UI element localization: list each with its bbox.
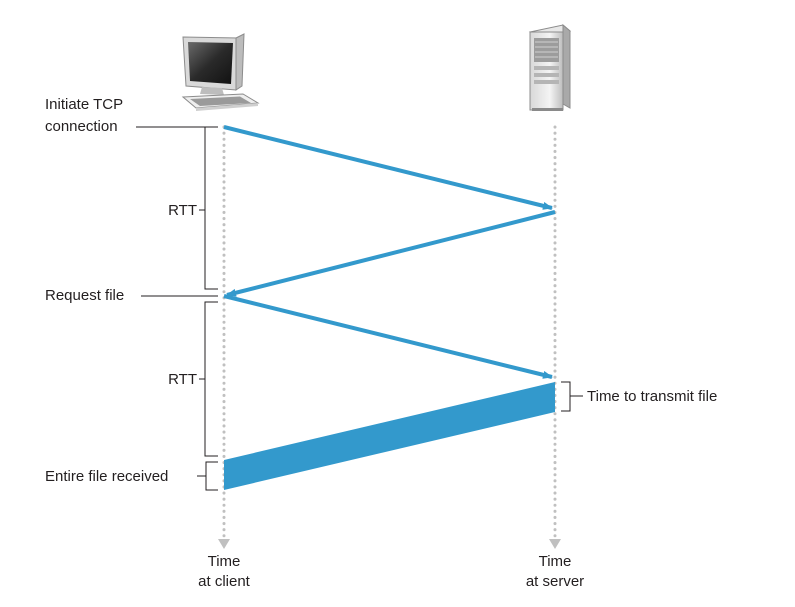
entire-file-received-label: Entire file received: [45, 468, 168, 485]
server-tower-icon: [528, 23, 572, 111]
server-time-label-line2: at server: [526, 573, 584, 590]
transmit-time-brace: [561, 381, 583, 412]
initiate-label-line2: connection: [45, 118, 118, 135]
file-received-brace: [197, 461, 218, 491]
rtt-label-1: RTT: [168, 202, 197, 219]
initiate-label-line1: Initiate TCP: [45, 96, 123, 113]
desktop-computer-icon: [181, 33, 260, 111]
request-file-label: Request file: [45, 287, 124, 304]
time-to-transmit-label: Time to transmit file: [587, 388, 717, 405]
client-time-label-line2: at client: [198, 573, 251, 590]
server-time-label-line1: Time: [539, 553, 572, 570]
rtt-label-2: RTT: [168, 371, 197, 388]
synack-arrow: [226, 210, 556, 297]
server-timeline-arrowhead: [549, 539, 561, 549]
client-timeline-arrowhead: [218, 539, 230, 549]
rtt-brace-2: [199, 301, 218, 457]
syn-arrow: [223, 125, 553, 210]
rtt-brace-1: [199, 126, 218, 290]
request-arrow: [223, 294, 553, 379]
file-transfer-band: [224, 382, 555, 490]
client-time-label-line1: Time: [208, 553, 241, 570]
